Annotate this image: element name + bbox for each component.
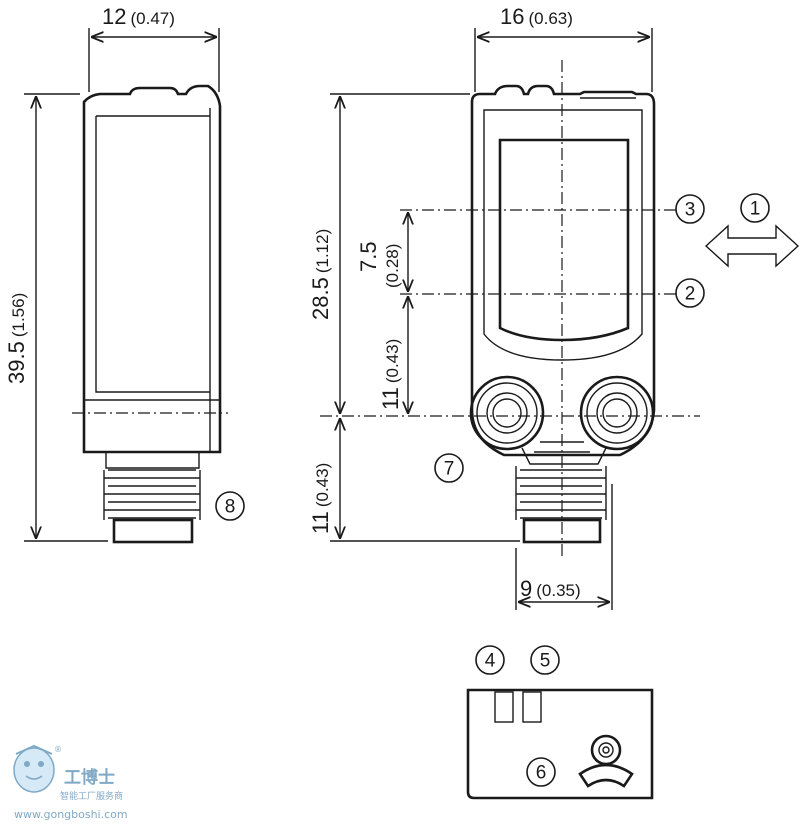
lens-lower-label: 11(0.43) bbox=[378, 339, 403, 410]
callout-4: 4 bbox=[475, 645, 505, 675]
side-view bbox=[24, 28, 228, 544]
callout-2: 2 bbox=[675, 278, 705, 308]
mounting-hole-left bbox=[469, 375, 545, 451]
watermark-url: www.gongboshi.com bbox=[14, 808, 128, 821]
mounting-hole-right bbox=[579, 375, 655, 451]
svg-text:6: 6 bbox=[536, 763, 547, 784]
svg-text:4: 4 bbox=[485, 651, 496, 672]
top-housing bbox=[466, 688, 654, 800]
front-view bbox=[320, 28, 800, 610]
front-lens-window bbox=[498, 138, 630, 342]
svg-text:1: 1 bbox=[750, 199, 761, 220]
connector-width-label: 9(0.35) bbox=[520, 576, 581, 601]
watermark-title: 工博士 bbox=[64, 767, 115, 788]
svg-text:5: 5 bbox=[540, 651, 551, 672]
svg-text:2: 2 bbox=[685, 284, 696, 305]
side-housing bbox=[82, 84, 222, 454]
watermark-subtitle: 智能工厂服务商 bbox=[60, 790, 123, 802]
indicator-5 bbox=[522, 691, 542, 723]
watermark-logo: ® 工博士 智能工厂服务商 www.gongboshi.com bbox=[13, 744, 128, 821]
side-width-label: 12(0.47) bbox=[102, 4, 175, 29]
callout-5: 5 bbox=[530, 645, 560, 675]
front-width-label: 16(0.63) bbox=[500, 4, 573, 29]
front-connector-thread bbox=[515, 466, 607, 544]
lens-spacing-inch: (0.28) bbox=[383, 244, 402, 288]
top-view bbox=[466, 688, 654, 800]
indicator-4 bbox=[494, 691, 514, 723]
svg-text:8: 8 bbox=[225, 497, 236, 518]
svg-text:3: 3 bbox=[685, 200, 696, 221]
callout-3: 3 bbox=[675, 194, 705, 224]
lens-spacing-value: 7.5 bbox=[356, 241, 381, 272]
watermark-registered: ® bbox=[54, 745, 62, 754]
body-height-label: 28.5(1.12) bbox=[308, 229, 333, 320]
callout-8: 8 bbox=[215, 491, 245, 521]
callout-7: 7 bbox=[434, 453, 464, 483]
total-height-label: 39.5(1.56) bbox=[4, 293, 29, 384]
callout-6: 6 bbox=[526, 757, 556, 787]
teach-potentiometer bbox=[578, 734, 634, 788]
svg-text:7: 7 bbox=[444, 459, 455, 480]
side-connector-thread bbox=[103, 469, 201, 544]
callout-1: 1 bbox=[740, 193, 770, 223]
connector-height-label: 11(0.43) bbox=[308, 463, 333, 534]
double-arrow-icon bbox=[704, 224, 800, 268]
